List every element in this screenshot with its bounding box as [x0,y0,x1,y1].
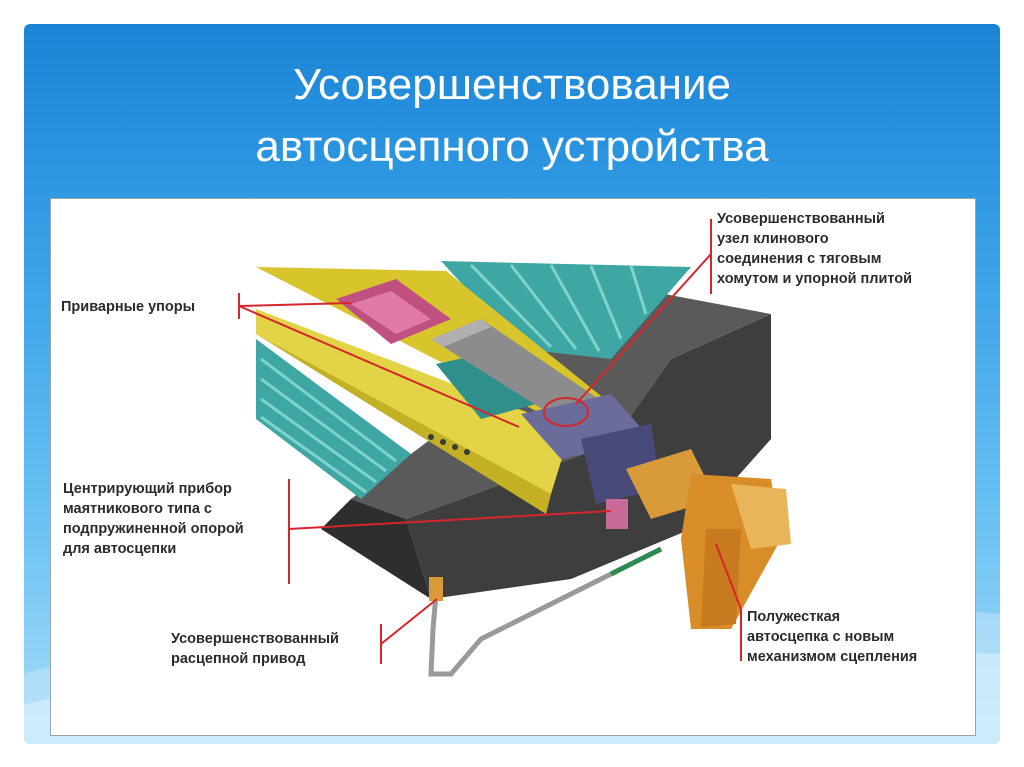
label-centering-line-2: маятникового типа с [63,501,213,517]
frame-yellow-mid [256,309,571,494]
floor-panel-right [441,261,691,359]
label-uncoupling-line-2: расцепной привод [171,651,306,667]
label-semi-rigid-coupler: Полужесткая автосцепка с новым механизмо… [747,607,917,667]
welded-stops-inner [351,291,431,334]
centering-spring [606,499,628,529]
uncoupling-rod-green [609,546,663,577]
wedge-joint-highlight [543,397,589,427]
slide-title: Усовершенствование автосцепного устройст… [24,54,1000,178]
frame-holes [428,434,470,455]
label-coupler-line-2: автосцепка с новым [747,629,895,645]
label-wedge-joint-line-3: соединения с тяговым [717,251,882,267]
diagram-panel: Усовершенствованный узел клинового соеди… [50,198,976,736]
label-wedge-joint-line-4: хомутом и упорной плитой [717,271,913,287]
label-coupler-line-1: Полужесткая [747,609,841,625]
title-line-1: Усовершенствование [292,60,732,109]
title-line-2: автосцепного устройства [255,122,769,171]
coupler-lock [701,529,741,627]
label-uncoupling-drive: Усовершенствованный расцепной привод [171,629,339,669]
car-body-front [321,499,431,599]
uncoupling-bracket [429,577,443,601]
label-centering-line-4: для автосцепки [63,541,177,557]
label-centering-device: Центрирующий прибор маятникового типа с … [63,479,244,559]
label-uncoupling-line-1: Усовершенствованный [171,631,339,647]
label-centering-line-1: Центрирующий прибор [63,481,232,497]
label-coupler-line-3: механизмом сцепления [747,649,918,665]
label-wedge-joint: Усовершенствованный узел клинового соеди… [717,209,912,289]
coupler-diagram [238,219,791,677]
floor-panel-left [256,339,411,499]
floor-ribs-right [469,263,648,352]
floor-ribs-left [260,357,397,494]
support-plate-top [431,319,491,347]
uncoupling-rod [428,546,663,677]
leader-lines [238,219,742,664]
label-centering-line-3: подпружиненной опорой [63,521,244,537]
coupler-knuckle [731,484,791,549]
label-wedge-joint-line-1: Усовершенствованный [717,211,885,227]
label-wedge-joint-line-2: узел клинового [717,231,829,247]
label-welded-stops: Приварные упоры [61,299,195,315]
